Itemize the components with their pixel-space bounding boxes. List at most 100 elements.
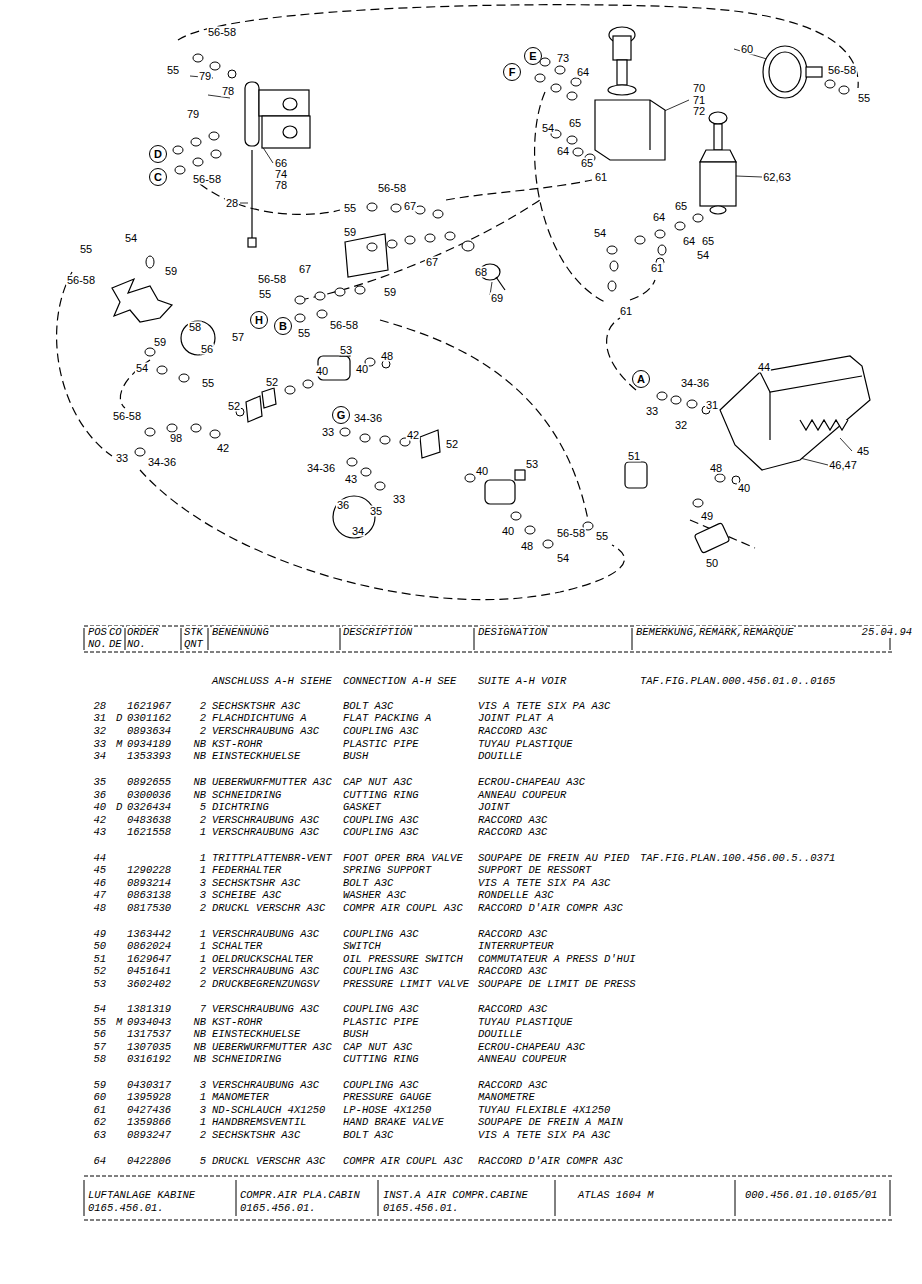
- callout-number: 54: [556, 553, 570, 564]
- table-cell: BUSH: [343, 1028, 368, 1040]
- pipe-fitting: [715, 474, 725, 482]
- table-cell: 33: [93, 738, 106, 750]
- part-outline: [709, 112, 727, 124]
- callout-number: 49: [700, 511, 714, 522]
- callout-number: 35: [369, 506, 383, 517]
- callout-number: 46,47: [828, 460, 858, 471]
- table-cell: COUPLING A3C: [343, 814, 419, 826]
- table-cell: KST-ROHR: [212, 1016, 262, 1028]
- table-cell: SCHNEIDRING: [212, 789, 281, 801]
- callout-number: 55: [595, 531, 609, 542]
- table-cell: 3: [200, 877, 206, 889]
- connection-circle: G: [332, 406, 350, 424]
- connection-letter: D: [154, 149, 162, 160]
- callout-number: 78: [221, 86, 235, 97]
- table-cell: NB: [193, 789, 206, 801]
- table-cell: VERSCHRAUBUNG A3C: [212, 725, 319, 737]
- table-cell: STK: [184, 626, 203, 638]
- pipe-fitting: [347, 458, 357, 466]
- callout-number: 98: [169, 433, 183, 444]
- table-cell: 3: [200, 1079, 206, 1091]
- air-pipe: [178, 5, 858, 88]
- table-cell: 1621967: [127, 700, 171, 712]
- callout-number: 61: [650, 263, 664, 274]
- pipe-fitting: [295, 314, 305, 322]
- callout-number: 52: [265, 377, 279, 388]
- connection-circle: D: [149, 145, 167, 163]
- pipe-fitting: [573, 148, 583, 156]
- callout-number: 51: [627, 451, 641, 462]
- pipe-fitting: [405, 236, 415, 244]
- table-cell: VERSCHRAUBUNG A3C: [212, 826, 319, 838]
- table-divider: [890, 1180, 891, 1216]
- pipe-fitting: [145, 428, 155, 436]
- table-cell: 2: [200, 902, 206, 914]
- callout-number: 56-58: [207, 27, 237, 38]
- callout-number: 53: [525, 459, 539, 470]
- table-cell: COUPLING A3C: [343, 965, 419, 977]
- table-cell: BOLT A3C: [343, 1129, 393, 1141]
- callout-number: 40: [355, 364, 369, 375]
- table-cell: VERSCHRAUBUNG A3C: [212, 814, 319, 826]
- table-cell: TUYAU PLASTIQUE: [478, 738, 573, 750]
- part-outline: [613, 36, 631, 60]
- callout-number: 73: [556, 53, 570, 64]
- table-cell: RACCORD A3C: [478, 725, 547, 737]
- connection-circle: H: [250, 311, 268, 329]
- table-cell: SECHSKTSHR A3C: [212, 1129, 300, 1141]
- pipe-fitting: [687, 400, 697, 408]
- table-cell: SUPPORT DE RESSORT: [478, 864, 591, 876]
- callout-number: 54: [593, 228, 607, 239]
- callout-number: 79: [186, 109, 200, 120]
- part-outline: [625, 462, 647, 488]
- callout-number: 70: [692, 83, 706, 94]
- table-cell: 58: [93, 1053, 106, 1065]
- part-outline: [720, 356, 870, 470]
- table-cell: FEDERHALTER: [212, 864, 281, 876]
- table-divider: [378, 1180, 379, 1216]
- table-cell: PRESSURE GAUGE: [343, 1091, 431, 1103]
- callout-number: 74: [274, 169, 288, 180]
- callout-number: 34-36: [306, 463, 336, 474]
- table-cell: 1: [200, 852, 206, 864]
- table-cell: 63: [93, 1129, 106, 1141]
- callout-number: 59: [343, 227, 357, 238]
- pipe-fitting: [567, 136, 577, 144]
- table-cell: 46: [93, 877, 106, 889]
- part-outline: [714, 124, 722, 150]
- table-cell: 2: [200, 965, 206, 977]
- table-cell: EINSTECKHUELSE: [212, 1028, 300, 1040]
- callout-number: 79: [198, 71, 212, 82]
- callout-number: 56-58: [556, 528, 586, 539]
- table-cell: 0934189: [127, 738, 171, 750]
- table-cell: DRUCKL VERSCHR A3C: [212, 1155, 325, 1167]
- air-pipe: [300, 200, 540, 300]
- pipe-fitting: [355, 286, 365, 294]
- part-outline: [245, 82, 259, 146]
- table-rule: [84, 1176, 892, 1177]
- table-cell: RACCORD D'AIR COMPR A3C: [478, 902, 623, 914]
- pipe-fitting: [839, 86, 849, 94]
- callout-number: 55: [857, 93, 871, 104]
- table-cell: 0301162: [127, 712, 171, 724]
- table-cell: 0893634: [127, 725, 171, 737]
- pipe-fitting: [543, 540, 553, 548]
- table-divider: [236, 1180, 237, 1216]
- pipe-fitting: [387, 240, 397, 248]
- callout-number: 59: [383, 287, 397, 298]
- pipe-fitting: [167, 424, 177, 432]
- table-cell: 0934043: [127, 1016, 171, 1028]
- pipe-fitting: [693, 214, 703, 222]
- callout-number: 34: [351, 526, 365, 537]
- table-cell: 2: [200, 978, 206, 990]
- table-cell: ECROU-CHAPEAU A3C: [478, 1041, 585, 1053]
- callout-number: 34-36: [353, 413, 383, 424]
- table-cell: PLASTIC PIPE: [343, 1016, 419, 1028]
- table-cell: 34: [93, 750, 106, 762]
- pipe-fitting: [425, 234, 435, 242]
- callout-number: 54: [135, 363, 149, 374]
- table-cell: 44: [93, 852, 106, 864]
- pipe-fitting: [693, 499, 703, 507]
- table-cell: 0451641: [127, 965, 171, 977]
- table-cell: SCHNEIDRING: [212, 1053, 281, 1065]
